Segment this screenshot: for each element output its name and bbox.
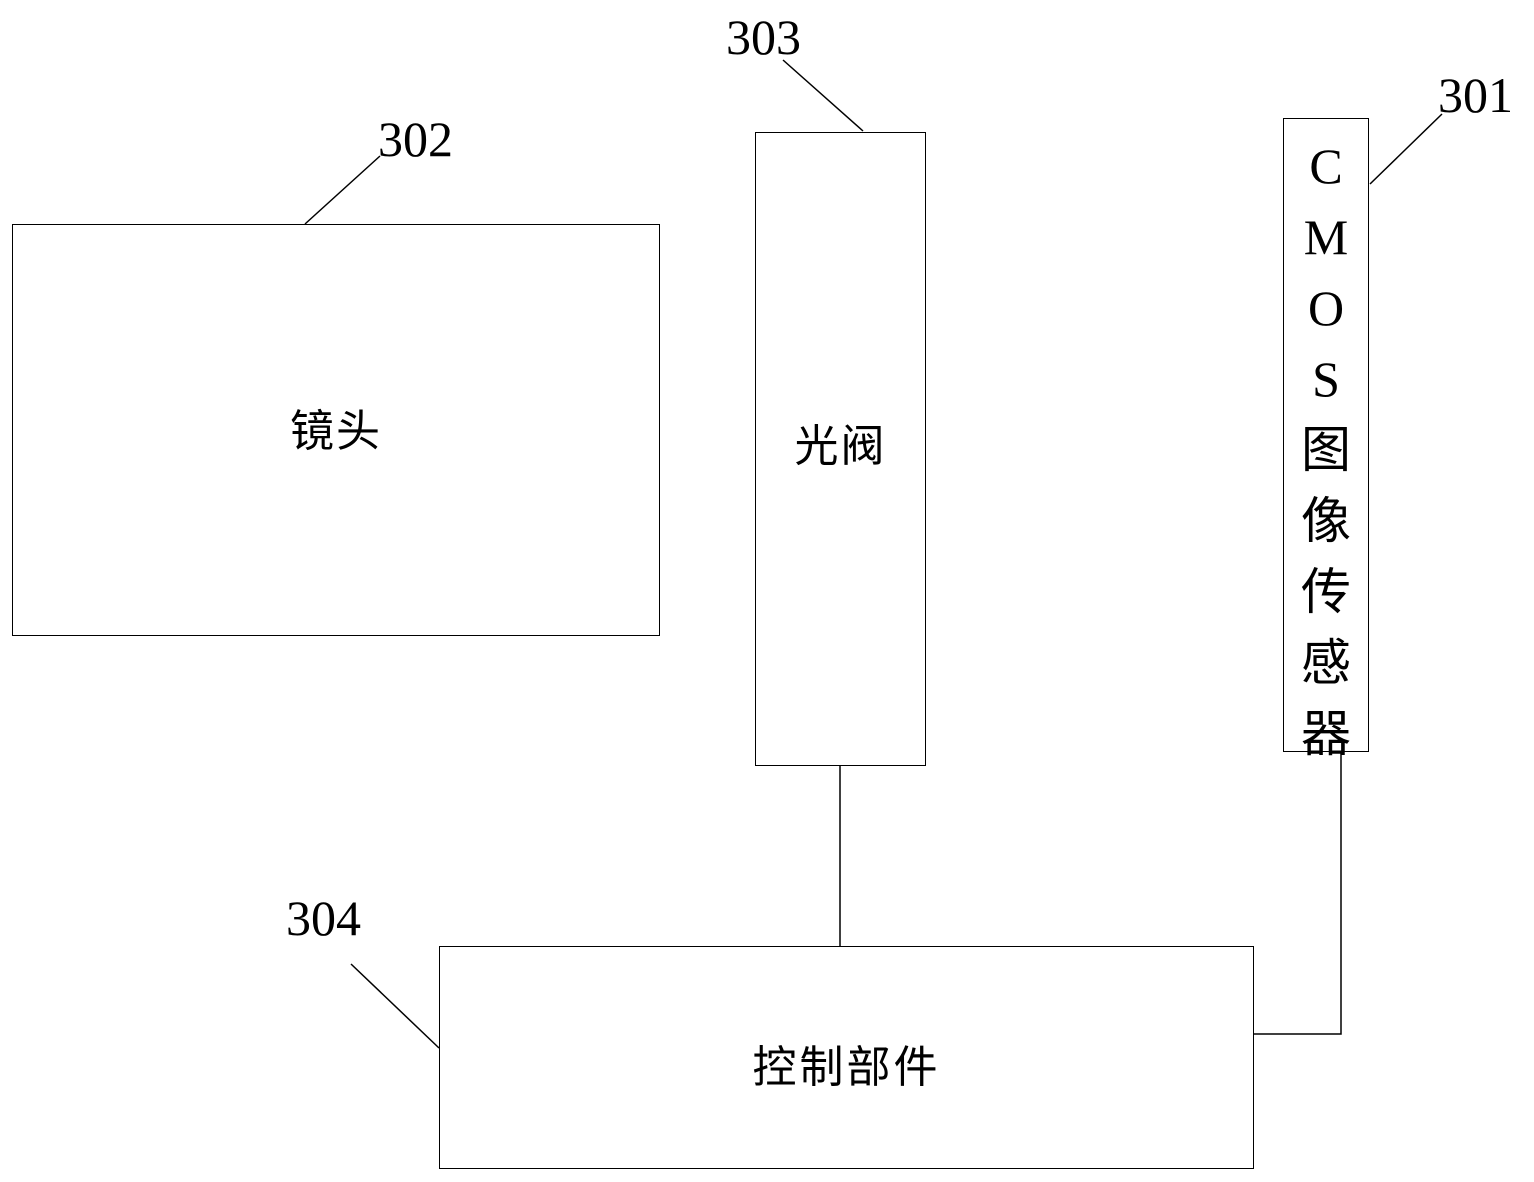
lens-label: 镜头 — [290, 406, 382, 457]
cmos-sensor-label-char: M — [1303, 209, 1349, 265]
light-valve-label: 光阀 — [794, 421, 887, 472]
leader-line-301 — [1369, 113, 1443, 185]
cmos-sensor-label-char: S — [1312, 351, 1340, 407]
cmos-sensor-label-char: 器 — [1301, 705, 1351, 763]
cmos-sensor-label-char: 传 — [1301, 563, 1351, 621]
leader-line-302 — [304, 155, 381, 225]
ref-numeral-301: 301 — [1438, 67, 1513, 123]
cmos-sensor-label-char: 像 — [1301, 492, 1351, 550]
leader-line-304 — [350, 963, 440, 1049]
ref-numeral-304: 304 — [286, 890, 361, 946]
connector-sensor-control — [1254, 752, 1342, 1035]
cmos-sensor-label-char: O — [1307, 280, 1345, 336]
cmos-sensor-label: C M O S 图 像 传 感 器 — [1301, 131, 1351, 770]
cmos-sensor-label-char: 图 — [1301, 421, 1351, 479]
control-unit-block: 控制部件 — [439, 946, 1254, 1169]
lens-block: 镜头 — [12, 224, 660, 636]
cmos-sensor-block: C M O S 图 像 传 感 器 — [1283, 118, 1369, 763]
ref-numeral-303: 303 — [726, 9, 801, 65]
control-unit-label: 控制部件 — [752, 1041, 941, 1093]
cmos-sensor-label-char: 感 — [1301, 634, 1351, 692]
ref-numeral-302: 302 — [378, 111, 453, 167]
leader-line-303 — [782, 59, 864, 132]
cmos-sensor-label-char: C — [1309, 138, 1343, 194]
light-valve-block: 光阀 — [755, 132, 926, 766]
